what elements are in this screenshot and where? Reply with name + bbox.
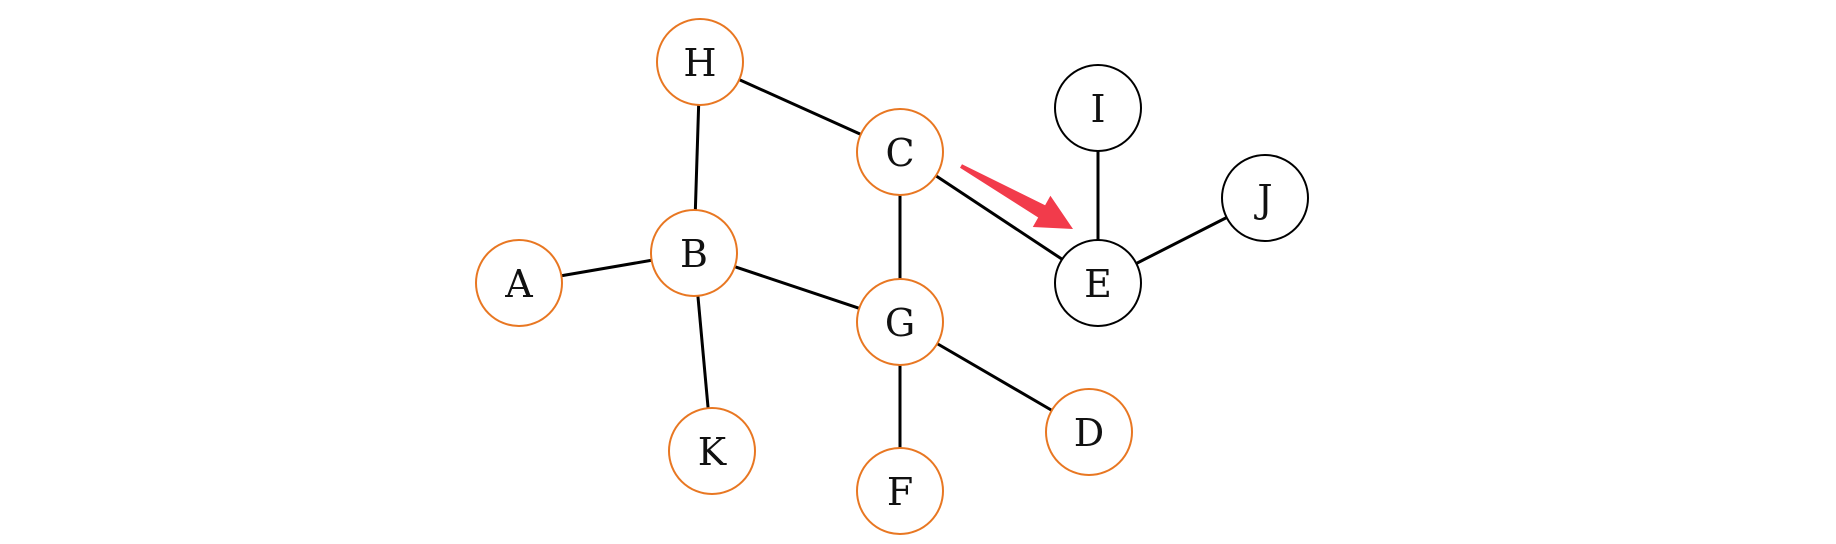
node-d: D bbox=[1045, 388, 1133, 476]
node-circle-d bbox=[1045, 388, 1133, 476]
node-h: H bbox=[656, 18, 744, 106]
node-label-g: G bbox=[885, 301, 915, 345]
edge-b-g bbox=[734, 265, 860, 310]
node-circle-k bbox=[668, 407, 756, 495]
node-j: J bbox=[1221, 154, 1309, 242]
node-e: E bbox=[1054, 239, 1142, 327]
node-circle-a bbox=[475, 239, 563, 327]
node-label-h: H bbox=[683, 41, 716, 85]
node-k: K bbox=[668, 407, 756, 495]
edge-a-b bbox=[561, 258, 652, 278]
edge-e-j bbox=[1135, 216, 1228, 265]
node-label-b: B bbox=[680, 232, 708, 276]
edge-h-c bbox=[738, 78, 862, 136]
edge-h-b bbox=[693, 104, 701, 211]
node-f: F bbox=[856, 447, 944, 535]
edge-g-d bbox=[936, 342, 1053, 412]
edge-b-k bbox=[696, 295, 710, 409]
node-circle-c bbox=[856, 108, 944, 196]
node-circle-f bbox=[856, 447, 944, 535]
node-circle-g bbox=[856, 278, 944, 366]
edges-layer bbox=[561, 78, 1228, 448]
highlight-arrow-c-to-e bbox=[960, 164, 1073, 229]
node-circle-h bbox=[656, 18, 744, 106]
node-label-a: A bbox=[504, 262, 533, 306]
node-b: B bbox=[650, 209, 738, 297]
node-circle-e bbox=[1054, 239, 1142, 327]
edge-c-e bbox=[935, 174, 1063, 261]
node-label-f: F bbox=[887, 470, 913, 514]
node-c: C bbox=[856, 108, 944, 196]
node-label-d: D bbox=[1074, 411, 1104, 455]
node-circle-b bbox=[650, 209, 738, 297]
node-a: A bbox=[475, 239, 563, 327]
arrow-layer bbox=[960, 164, 1073, 229]
node-circle-j bbox=[1221, 154, 1309, 242]
node-circle-i bbox=[1054, 64, 1142, 152]
node-label-c: C bbox=[885, 131, 914, 175]
node-i: I bbox=[1054, 64, 1142, 152]
nodes-layer: H C B A G K F D I E J bbox=[475, 18, 1309, 535]
node-label-e: E bbox=[1084, 262, 1112, 306]
node-label-i: I bbox=[1090, 87, 1105, 131]
node-label-j: J bbox=[1253, 177, 1272, 221]
node-label-k: K bbox=[698, 430, 727, 474]
node-g: G bbox=[856, 278, 944, 366]
